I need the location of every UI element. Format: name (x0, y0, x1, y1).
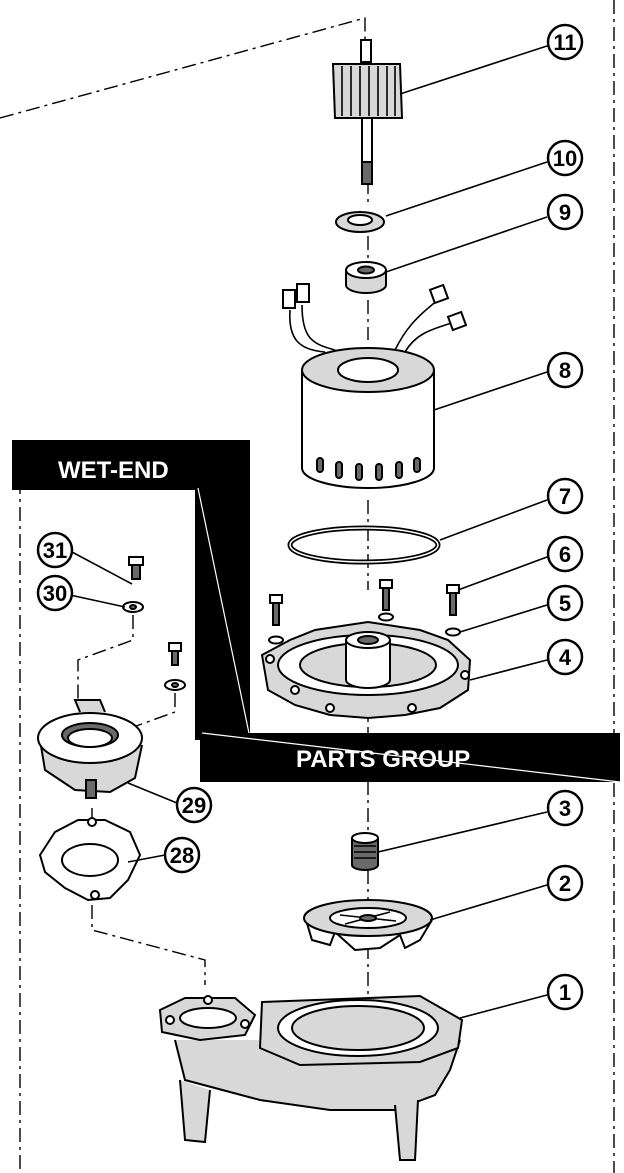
part-29-seal-housing (37, 699, 143, 799)
part-4-housing-plate (260, 620, 472, 720)
callout-9: 9 (546, 193, 584, 231)
callout-30-number: 30 (43, 581, 67, 606)
callout-2: 2 (546, 864, 584, 902)
part-30-washer (122, 601, 144, 613)
part-11-rotor-shaft (331, 39, 404, 185)
callout-7: 7 (546, 477, 584, 515)
callout-6-number: 6 (559, 542, 571, 567)
callout-4: 4 (546, 638, 584, 676)
callout-9-number: 9 (559, 200, 571, 225)
callout-3: 3 (546, 789, 584, 827)
part-1-volute-base (158, 994, 464, 1161)
callout-11: 11 (546, 23, 584, 61)
callout-5-number: 5 (559, 591, 571, 616)
callout-8: 8 (546, 351, 584, 389)
wet-end-connector-lines (77, 615, 206, 985)
callout-31: 31 (36, 531, 74, 569)
callout-30: 30 (36, 574, 74, 612)
callout-29-number: 29 (182, 793, 206, 818)
wet-end-banner: WET-END (12, 440, 251, 740)
part-2-impeller (303, 899, 433, 952)
part-9-bearing (345, 261, 387, 294)
callout-1: 1 (546, 973, 584, 1011)
callout-4-number: 4 (559, 645, 572, 670)
leader-lines (69, 44, 551, 1019)
callout-6: 6 (546, 535, 584, 573)
part-7-o-ring (287, 525, 441, 565)
callout-7-number: 7 (559, 484, 571, 509)
callout-28-number: 28 (170, 843, 194, 868)
callout-10: 10 (546, 139, 584, 177)
callout-8-number: 8 (559, 358, 571, 383)
callout-29: 29 (175, 786, 213, 824)
callout-11-number: 11 (553, 30, 576, 55)
part-3-plug (351, 832, 379, 871)
callout-2-number: 2 (559, 871, 571, 896)
parts-group-label: PARTS GROUP (296, 746, 470, 773)
callout-1-number: 1 (559, 980, 571, 1005)
wet-end-label: WET-END (58, 457, 169, 484)
callout-5: 5 (546, 584, 584, 622)
callout-10-number: 10 (553, 146, 577, 171)
part-8-stator (282, 283, 468, 489)
callout-28: 28 (163, 836, 201, 874)
wet-end-bolt-2 (164, 642, 186, 691)
callout-3-number: 3 (559, 796, 571, 821)
part-10-washer (335, 211, 385, 233)
part-6-bolts (269, 579, 460, 626)
part-31-bolt (128, 556, 144, 580)
callout-31-number: 31 (43, 538, 67, 563)
parts-group-banner: PARTS GROUP (200, 732, 621, 783)
part-28-gasket (38, 817, 142, 902)
